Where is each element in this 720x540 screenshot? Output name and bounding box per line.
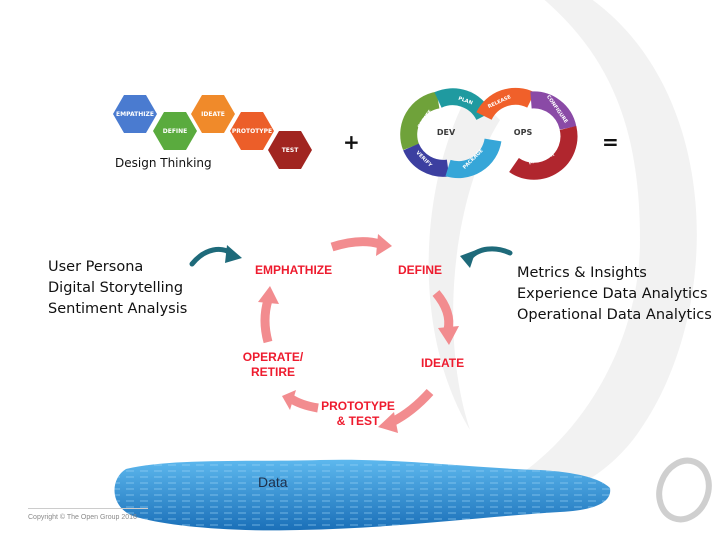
left-input-item: Sentiment Analysis	[48, 301, 188, 317]
hex-prototype-shape	[230, 112, 274, 150]
cycle-arrow-left	[258, 286, 279, 344]
data-pool-label: Data	[258, 474, 288, 490]
stage-emphathize: EMPHATHIZE	[255, 263, 333, 277]
footer-divider	[28, 508, 148, 509]
stage-operate-line1: OPERATE/	[242, 350, 304, 364]
devops-seg-package	[445, 138, 502, 179]
devops-plan-label: PLAN	[457, 96, 473, 107]
devops-ops-label: OPS	[514, 128, 533, 137]
right-input-item: Experience Data Analytics	[517, 286, 708, 302]
stage-prototype-line2: & TEST	[336, 414, 380, 428]
cycle-arrow-right	[432, 290, 459, 345]
stage-define: DEFINE	[398, 263, 443, 277]
hex-test-label: TEST	[282, 147, 300, 154]
hex-empathize-shape	[113, 95, 157, 133]
plus-operator: +	[343, 130, 360, 154]
cycle-arrow-bottom	[378, 388, 434, 433]
hex-test-shape	[268, 131, 312, 169]
stage-prototype-line1: PROTOTYPE	[321, 399, 395, 413]
hex-define: DEFINE	[153, 112, 197, 150]
devops-seg-verify	[403, 143, 450, 177]
devops-seg-monitor	[509, 126, 578, 180]
hex-empathize-label: EMPATHIZE	[116, 111, 154, 118]
hex-test: TEST	[268, 131, 312, 169]
stage-ideate: IDEATE	[421, 356, 465, 370]
right-input-item: Metrics & Insights	[517, 265, 647, 281]
stage-operate-line2: RETIRE	[250, 365, 295, 379]
hex-ideate-shape	[191, 95, 235, 133]
hex-prototype-label: PROTOTYPE	[232, 128, 272, 135]
hex-ideate: IDEATE	[191, 95, 235, 133]
right-input-list: Metrics & Insights Experience Data Analy…	[517, 263, 712, 326]
feed-arrow-left	[189, 245, 242, 267]
cycle-arrow-top	[330, 234, 392, 256]
hex-ideate-label: IDEATE	[201, 111, 225, 118]
right-input-item: Operational Data Analytics	[517, 307, 712, 323]
cycle-arrow-bottom-left	[282, 390, 319, 413]
stage-operate-retire: OPERATE/ RETIRE	[240, 350, 306, 380]
stage-prototype-test: PROTOTYPE & TEST	[318, 399, 398, 429]
feed-arrow-right	[460, 246, 513, 268]
devops-seg-configure	[530, 91, 577, 131]
devops-dev-label: DEV	[437, 128, 456, 137]
devops-seg-release	[476, 87, 535, 121]
equals-operator: =	[602, 130, 619, 154]
hex-define-shape	[153, 112, 197, 150]
left-input-list: User Persona Digital Storytelling Sentim…	[48, 257, 187, 320]
hex-empathize: EMPATHIZE	[113, 95, 157, 133]
design-thinking-caption: Design Thinking	[115, 156, 212, 170]
devops-seg-create	[400, 91, 440, 151]
left-input-item: User Persona	[48, 259, 144, 275]
hex-prototype: PROTOTYPE	[230, 112, 274, 150]
hex-define-label: DEFINE	[163, 128, 188, 135]
copyright-text: Copyright © The Open Group 2016	[28, 514, 137, 521]
left-input-item: Digital Storytelling	[48, 280, 184, 296]
